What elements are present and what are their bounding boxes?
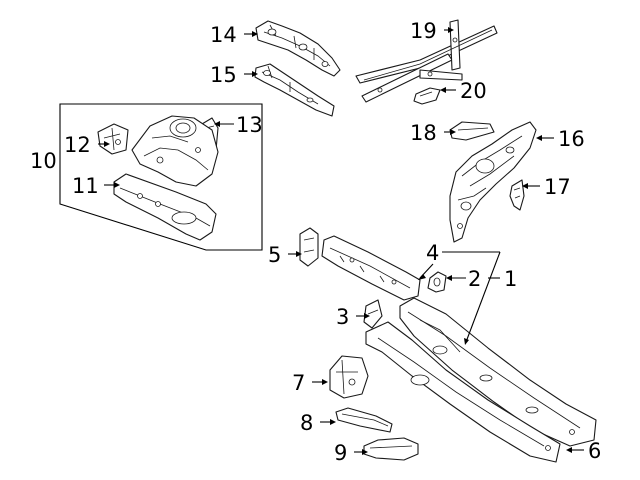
strut-tower-drawing bbox=[131, 115, 219, 187]
part-7-drawing bbox=[329, 355, 369, 399]
callout-5: 5 bbox=[268, 243, 281, 267]
callout-9: 9 bbox=[334, 441, 347, 465]
group-box-10 bbox=[59, 103, 263, 251]
part-19-drawing bbox=[355, 19, 498, 103]
part-2-drawing bbox=[427, 271, 447, 293]
callout-12: 12 bbox=[64, 133, 91, 157]
callout-6: 6 bbox=[588, 439, 601, 463]
leader-lines bbox=[98, 27, 584, 455]
callout-20: 20 bbox=[460, 79, 487, 103]
part-15-drawing bbox=[254, 63, 335, 117]
callout-7: 7 bbox=[292, 371, 305, 395]
callout-13: 13 bbox=[236, 113, 263, 137]
callout-2: 2 bbox=[468, 267, 481, 291]
part-12-drawing bbox=[97, 123, 129, 155]
part-1-6-drawing bbox=[365, 297, 597, 463]
callout-3: 3 bbox=[336, 305, 349, 329]
part-18-drawing bbox=[449, 121, 495, 141]
callout-16: 16 bbox=[558, 127, 585, 151]
part-11-drawing bbox=[113, 173, 217, 241]
part-4-drawing bbox=[321, 235, 421, 301]
callout-15: 15 bbox=[210, 63, 237, 87]
callout-18: 18 bbox=[410, 121, 437, 145]
part-16-drawing bbox=[449, 121, 537, 243]
callout-14: 14 bbox=[210, 23, 237, 47]
part-14-drawing bbox=[255, 20, 341, 77]
part-5-drawing bbox=[299, 227, 319, 267]
part-8-drawing bbox=[335, 407, 393, 433]
callout-11: 11 bbox=[72, 174, 99, 198]
part-20-drawing bbox=[413, 87, 441, 105]
part-3-drawing bbox=[363, 299, 383, 329]
part-17-drawing bbox=[509, 179, 525, 211]
callout-labels: 14 15 19 20 18 16 17 13 12 10 11 5 4 2 1… bbox=[30, 19, 601, 465]
callout-10: 10 bbox=[30, 149, 57, 173]
callout-19: 19 bbox=[410, 19, 437, 43]
callout-17: 17 bbox=[544, 175, 571, 199]
part-9-drawing bbox=[363, 437, 419, 461]
callout-1: 1 bbox=[504, 267, 517, 291]
callout-8: 8 bbox=[300, 411, 313, 435]
callout-4: 4 bbox=[426, 241, 439, 265]
